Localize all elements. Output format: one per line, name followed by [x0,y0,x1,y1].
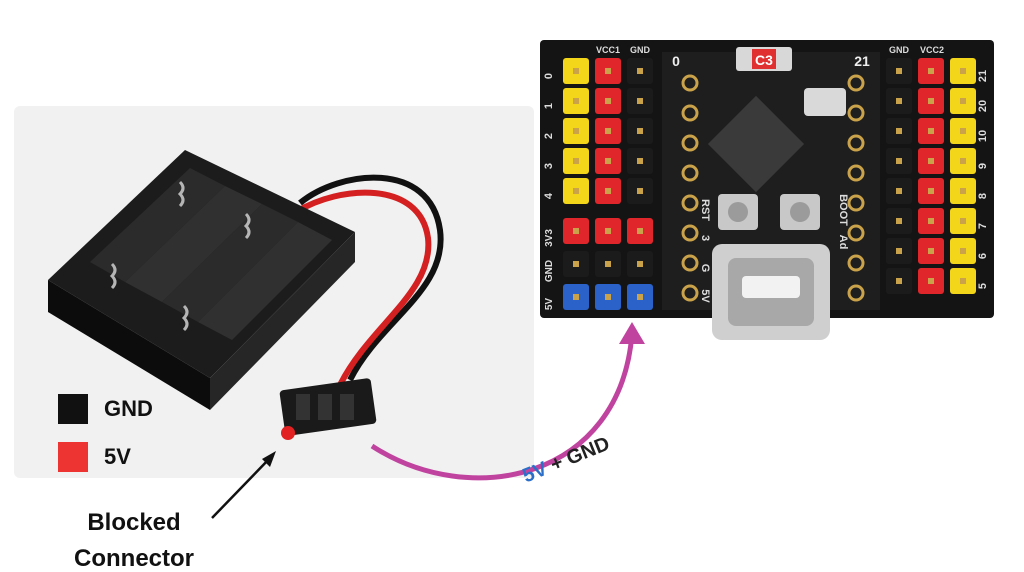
center-label-c3: C3 [755,52,773,68]
header-right-red-6-pin [928,248,934,254]
top-label-vcc2: VCC2 [920,45,944,55]
center-label-21: 21 [854,53,870,69]
header-right-black-5-pin [896,278,902,284]
header-right-red-21-pin [928,68,934,74]
center-label-ad: Ad [837,235,849,250]
top-label-gnd-left: GND [630,45,651,55]
header-left-red-2-pin [605,128,611,134]
header-right-yellow-5-pin [960,278,966,284]
side-block-label-GND: GND [544,260,555,282]
callout-line-1: Blocked [87,509,180,536]
center-label-g: G [699,264,711,273]
connector-marker-dot [281,426,295,440]
header-right-black-6-pin [896,248,902,254]
rst-button [718,194,758,230]
header-left-red-1-pin [605,98,611,104]
center-label-3: 3 [699,235,711,241]
header-right-black-21-pin [896,68,902,74]
header-left-black-2-pin [637,128,643,134]
header-right-yellow-9-pin [960,158,966,164]
side-block-3V3-2-pin [637,228,643,234]
header-left-red-4-pin [605,188,611,194]
header-left-black-0-pin [637,68,643,74]
header-left-red-3-pin [605,158,611,164]
header-left-black-3-pin [637,158,643,164]
right-pin-label-21: 21 [977,70,989,82]
side-block-5V-2-pin [637,294,643,300]
legend-label-5v: 5V [104,444,131,469]
right-pin-label-6: 6 [977,253,989,259]
center-label-rst: RST [699,199,711,221]
header-right-red-8-pin [928,188,934,194]
top-label-vcc1: VCC1 [596,45,620,55]
header-right-black-8-pin [896,188,902,194]
usb-c-port [712,244,830,340]
header-left-yellow-4-pin [573,188,579,194]
side-block-5V-0-pin [573,294,579,300]
header-left-red-0-pin [605,68,611,74]
side-block-label-5V: 5V [544,298,555,311]
side-block-3V3-1-pin [605,228,611,234]
center-label-5v: 5V [699,289,711,303]
header-right-yellow-21-pin [960,68,966,74]
header-left-black-1-pin [637,98,643,104]
header-right-black-7-pin [896,218,902,224]
right-pin-label-5: 5 [977,283,989,289]
side-block-GND-1-pin [605,261,611,267]
header-right-yellow-6-pin [960,248,966,254]
side-block-3V3-0-pin [573,228,579,234]
left-pin-label-0: 0 [543,73,555,79]
header-right-black-9-pin [896,158,902,164]
header-left-black-4-pin [637,188,643,194]
header-right-yellow-7-pin [960,218,966,224]
header-right-black-20-pin [896,98,902,104]
left-pin-label-4: 4 [543,192,555,199]
center-label-0: 0 [672,53,680,69]
header-right-red-10-pin [928,128,934,134]
side-block-GND-0-pin [573,261,579,267]
header-right-yellow-10-pin [960,128,966,134]
header-right-red-7-pin [928,218,934,224]
legend-swatch-gnd [58,394,88,424]
left-pin-label-3: 3 [543,163,555,169]
arrow-label-gnd: + GND [542,433,613,479]
right-pin-label-7: 7 [977,223,989,229]
battery-holder-photo [14,106,534,478]
left-pin-label-1: 1 [543,103,555,109]
center-label-boot: BOOT [837,194,849,226]
right-pin-label-8: 8 [977,193,989,199]
top-label-gnd-right: GND [889,45,910,55]
header-left-yellow-1-pin [573,98,579,104]
header-right-red-9-pin [928,158,934,164]
header-left-yellow-0-pin [573,68,579,74]
boot-button [780,194,820,230]
header-right-yellow-8-pin [960,188,966,194]
right-pin-label-10: 10 [977,130,989,142]
header-right-yellow-20-pin [960,98,966,104]
header-left-yellow-3-pin [573,158,579,164]
callout-line-2: Connector [74,545,194,572]
right-pin-label-20: 20 [977,100,989,112]
legend-label-gnd: GND [104,396,153,421]
right-pin-label-9: 9 [977,163,989,169]
header-right-red-20-pin [928,98,934,104]
header-right-black-10-pin [896,128,902,134]
header-right-red-5-pin [928,278,934,284]
header-left-yellow-2-pin [573,128,579,134]
legend-swatch-5v [58,442,88,472]
left-pin-label-2: 2 [543,133,555,139]
side-block-label-3V3: 3V3 [544,229,555,247]
side-block-5V-1-pin [605,294,611,300]
side-block-GND-2-pin [637,261,643,267]
